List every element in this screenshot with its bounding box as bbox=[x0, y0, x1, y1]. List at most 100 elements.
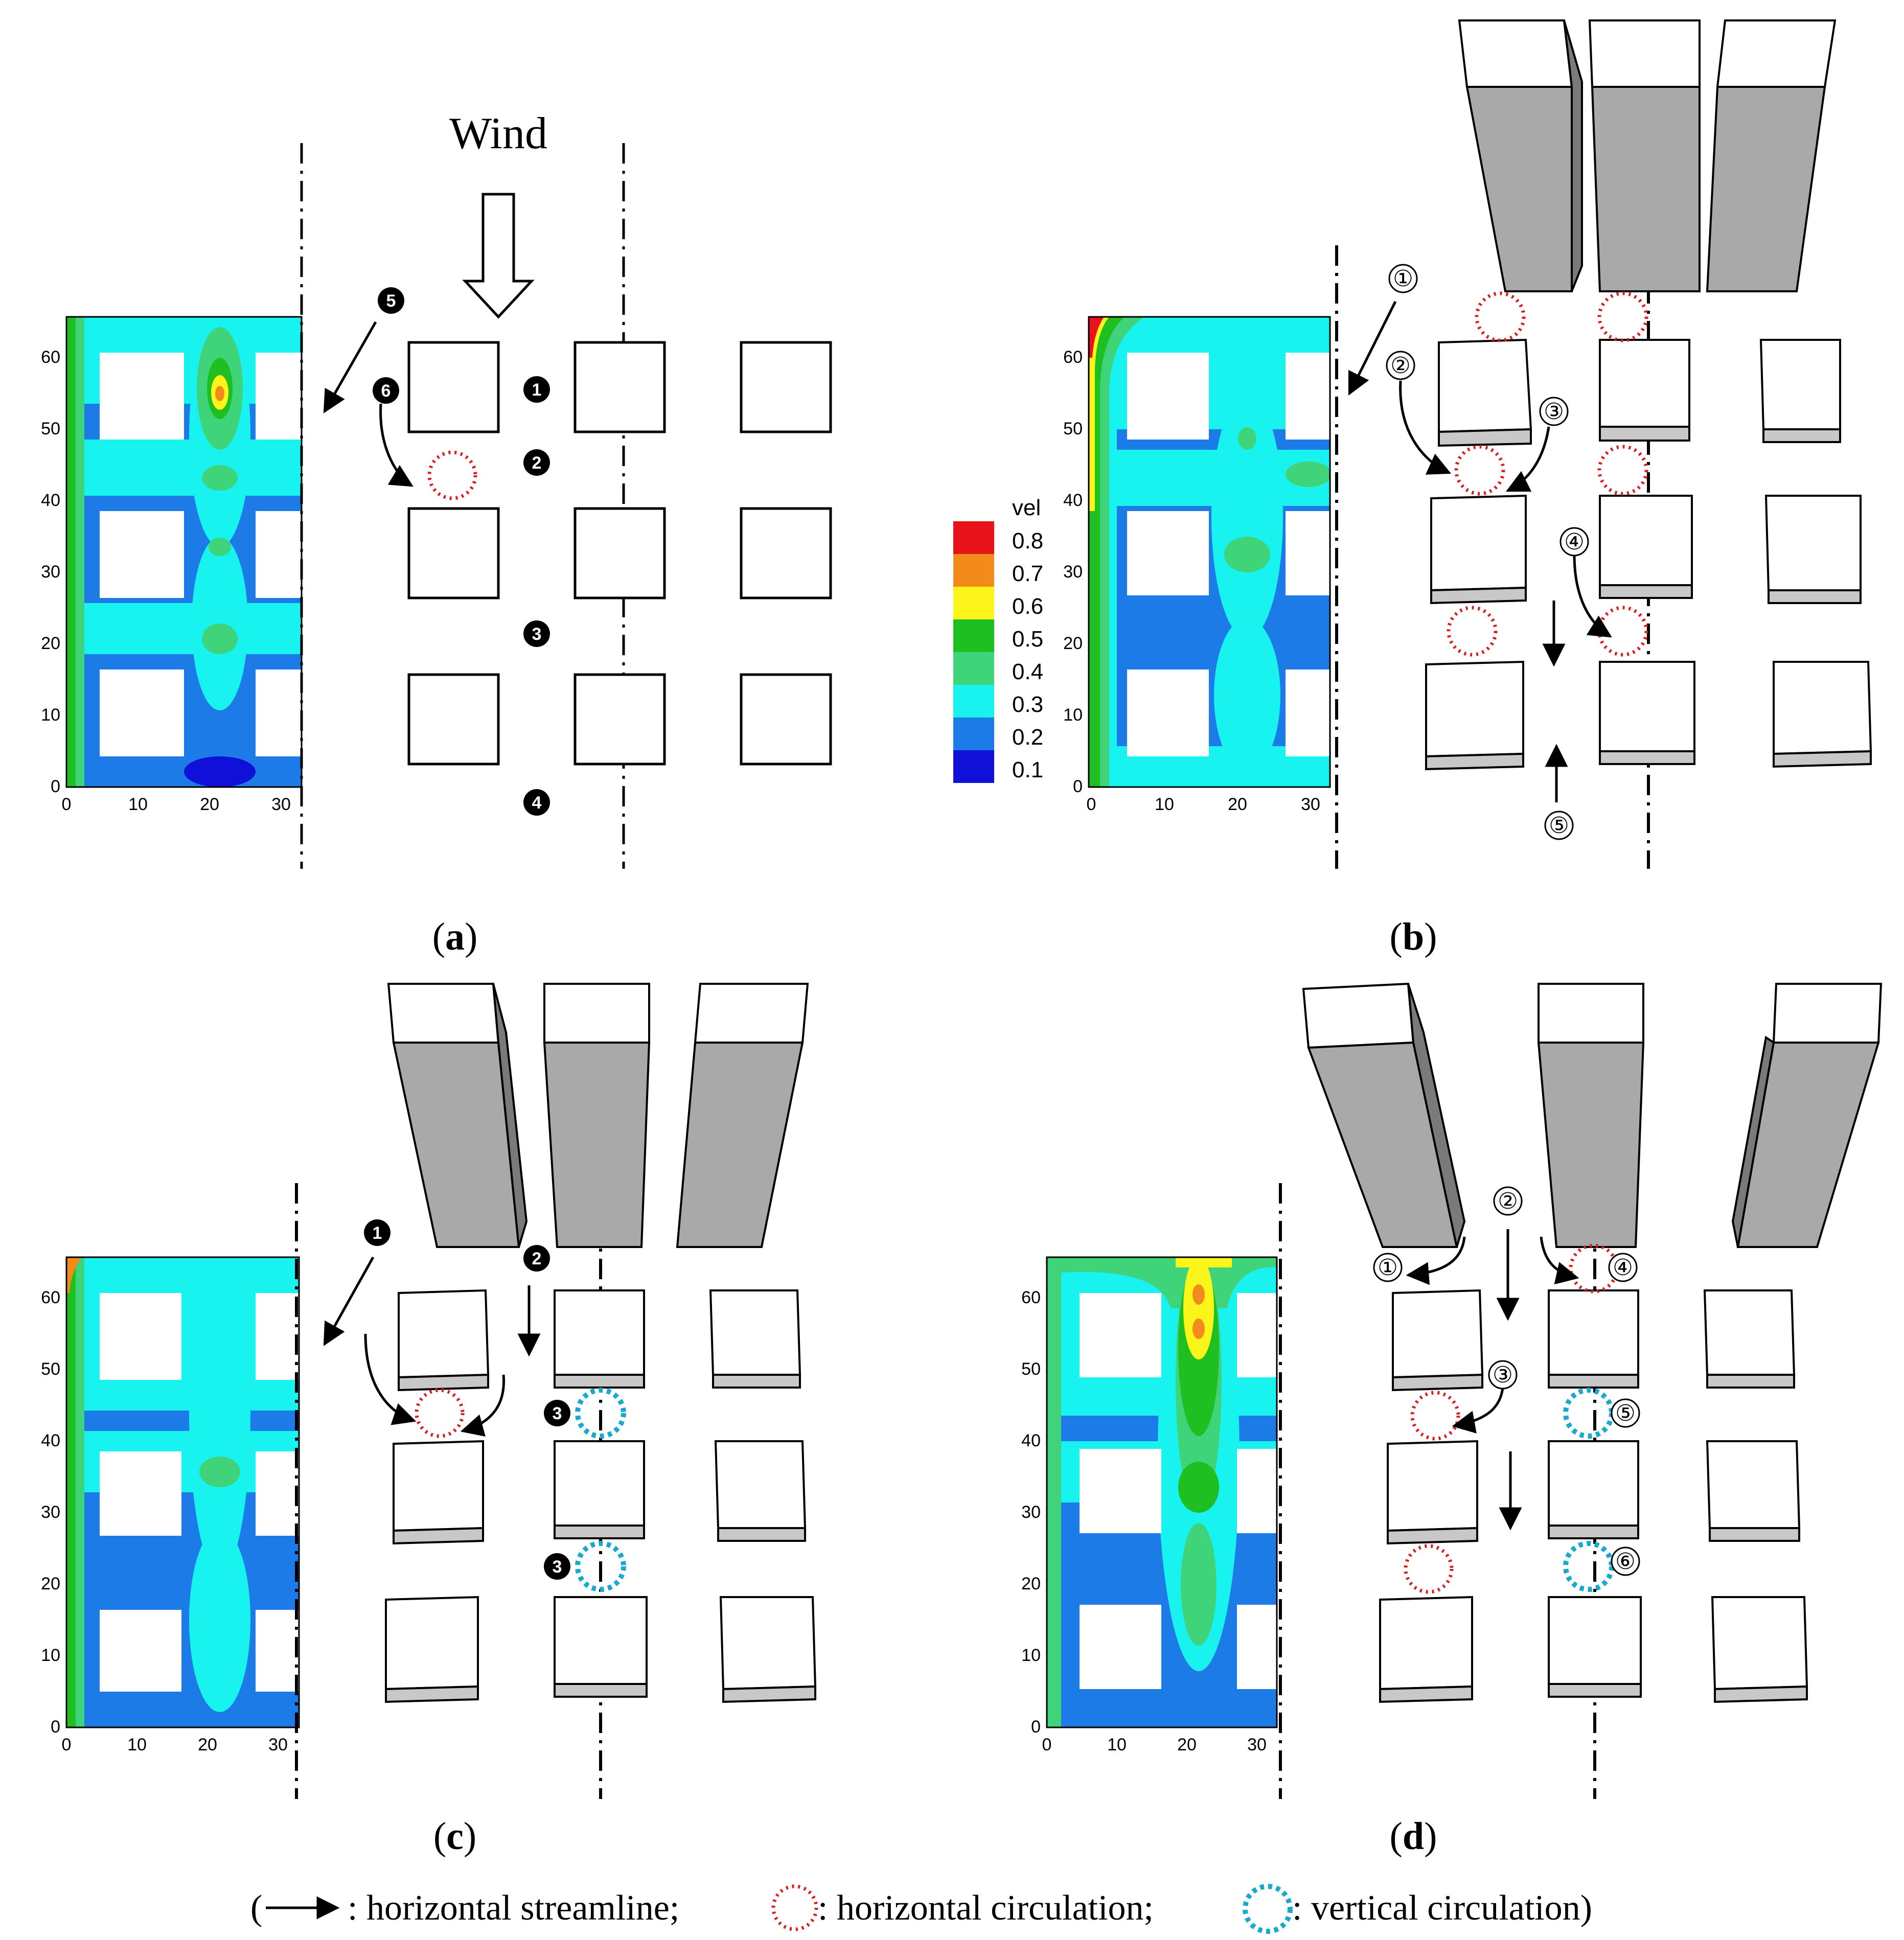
building bbox=[1599, 661, 1695, 752]
building bbox=[1599, 495, 1693, 586]
markers-c: 1 2 3 3 bbox=[364, 1219, 570, 1580]
tower-face bbox=[1706, 86, 1826, 292]
streamline-arrow bbox=[1399, 380, 1452, 475]
ytick: 0 bbox=[1031, 1717, 1041, 1737]
marker-label: ④ bbox=[1564, 529, 1584, 555]
horizontal-circulation-marker bbox=[415, 1388, 465, 1438]
building bbox=[1548, 1289, 1639, 1376]
caption-a: (a) bbox=[432, 915, 478, 958]
marker-label: ⑤ bbox=[1615, 1401, 1635, 1426]
caption-letter: c bbox=[446, 1815, 464, 1858]
ytick: 50 bbox=[41, 1359, 60, 1379]
colorbar-label: 0.3 bbox=[1012, 692, 1043, 717]
markers-a: 5 6 1 2 3 4 bbox=[373, 287, 550, 816]
building-base bbox=[717, 1527, 806, 1542]
legend-horizontal-text: : horizontal circulation; bbox=[818, 1888, 1154, 1928]
panel-a: 0 10 20 30 40 50 60 0 10 20 30 Wind bbox=[41, 109, 832, 958]
tower-face bbox=[543, 1042, 651, 1248]
x-axis-b: 0 10 20 30 bbox=[1087, 795, 1320, 814]
ytick: 20 bbox=[1063, 634, 1083, 653]
svg-text:(a): (a) bbox=[432, 915, 478, 958]
tower-face bbox=[1537, 1042, 1645, 1248]
legend: ( : horizontal streamline; : horizontal … bbox=[250, 1884, 1592, 1934]
xtick: 0 bbox=[62, 1735, 72, 1754]
plot-frame-d bbox=[1046, 1256, 1278, 1728]
building-base bbox=[1706, 1374, 1795, 1389]
building-base bbox=[712, 1374, 801, 1389]
colorbar-swatch bbox=[953, 685, 994, 718]
tall-buildings-c bbox=[387, 983, 809, 1248]
building bbox=[385, 1596, 479, 1691]
building-grid-b bbox=[1425, 338, 1872, 771]
building bbox=[1438, 338, 1532, 433]
marker-label: ② bbox=[1390, 353, 1410, 378]
streamlines-d bbox=[1406, 1229, 1579, 1531]
building bbox=[574, 341, 666, 433]
tower-top bbox=[1716, 19, 1837, 88]
building-base bbox=[1714, 1685, 1808, 1703]
streamline-arrow bbox=[323, 1256, 375, 1346]
building-base bbox=[1548, 1683, 1642, 1698]
svg-text:(b): (b) bbox=[1390, 915, 1437, 958]
xtick: 30 bbox=[268, 1735, 288, 1754]
marker-label: ③ bbox=[1544, 399, 1564, 424]
building bbox=[554, 1440, 645, 1527]
vertical-circulation-marker bbox=[1563, 1541, 1614, 1592]
contour-plot-b bbox=[1089, 317, 1330, 787]
building-base bbox=[1438, 428, 1532, 447]
ytick: 60 bbox=[41, 348, 60, 367]
building bbox=[407, 341, 500, 433]
marker-label: 2 bbox=[532, 453, 542, 473]
streamline-arrow bbox=[1348, 301, 1397, 396]
horizontal-circulations-b bbox=[1447, 291, 1648, 657]
markers-b: ① ② ③ ④ ⑤ bbox=[1386, 264, 1589, 840]
ytick: 30 bbox=[1021, 1503, 1041, 1522]
caption-letter: a bbox=[445, 915, 465, 958]
colorbar-label: 0.8 bbox=[1012, 528, 1043, 553]
tower-top bbox=[694, 983, 809, 1044]
vertical-circulation-marker bbox=[575, 1541, 626, 1592]
building bbox=[740, 341, 832, 433]
tower-top bbox=[1588, 19, 1701, 88]
legend-vertical-circulation-icon bbox=[1243, 1884, 1293, 1934]
horizontal-circulation-marker bbox=[1597, 445, 1648, 496]
x-axis-d: 0 10 20 30 bbox=[1042, 1735, 1267, 1754]
vertical-circulation-marker bbox=[575, 1388, 626, 1439]
horizontal-circulation-marker bbox=[1597, 291, 1648, 342]
horizontal-circulation-marker bbox=[1475, 291, 1526, 342]
tower-top bbox=[387, 983, 500, 1044]
ytick: 60 bbox=[41, 1288, 60, 1307]
plot-frame-b bbox=[1088, 316, 1331, 788]
building bbox=[574, 507, 666, 599]
tower-top bbox=[1458, 19, 1573, 88]
caption-b: (b) bbox=[1390, 915, 1437, 958]
building-base bbox=[1379, 1685, 1473, 1703]
xtick: 20 bbox=[200, 795, 219, 814]
ytick: 10 bbox=[1063, 705, 1083, 725]
y-axis-c: 0 10 20 30 40 50 60 bbox=[41, 1288, 60, 1737]
xtick: 0 bbox=[1042, 1735, 1052, 1754]
marker-label: ⑤ bbox=[1549, 813, 1569, 838]
contour-plot-a bbox=[66, 317, 302, 787]
plot-frame-c bbox=[65, 1256, 300, 1728]
tower-face bbox=[392, 1042, 520, 1248]
building bbox=[1773, 661, 1872, 755]
tower-top bbox=[543, 983, 650, 1044]
horizontal-circulation-marker bbox=[1597, 606, 1648, 657]
building-base bbox=[398, 1373, 489, 1392]
streamline-arrow bbox=[323, 321, 377, 413]
ytick: 40 bbox=[1063, 491, 1083, 510]
building bbox=[554, 1596, 648, 1685]
ytick: 40 bbox=[41, 1431, 60, 1450]
colorbar-swatch bbox=[953, 619, 994, 652]
xtick: 20 bbox=[1177, 1735, 1197, 1754]
marker-label: ① bbox=[1393, 266, 1413, 291]
colorbar-swatch bbox=[953, 587, 994, 619]
building-base bbox=[385, 1685, 479, 1703]
wind-label: Wind bbox=[449, 109, 547, 158]
caption-c: (c) bbox=[433, 1815, 476, 1858]
colorbar-swatch bbox=[953, 750, 994, 783]
xtick: 10 bbox=[1107, 1735, 1127, 1754]
tower-side bbox=[492, 983, 528, 1248]
